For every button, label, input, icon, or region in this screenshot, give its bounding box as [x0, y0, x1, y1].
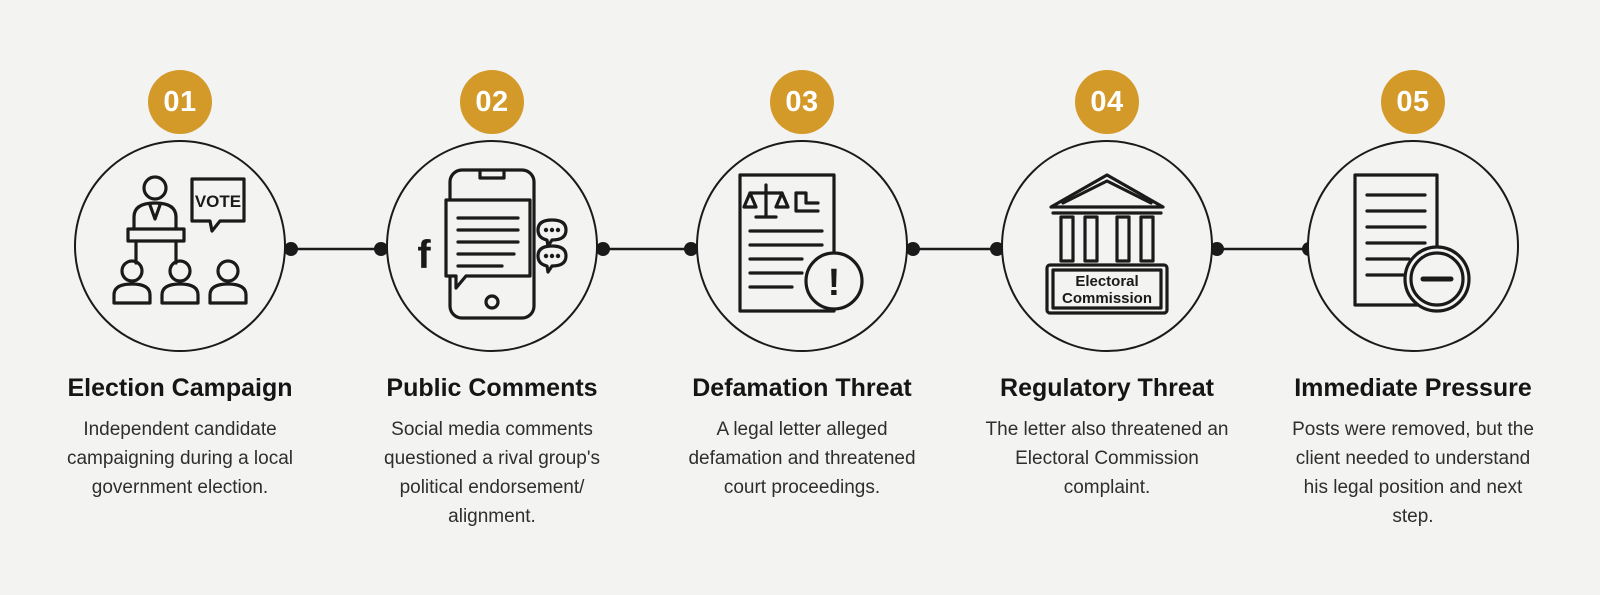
legal-letter-warning-icon: !: [738, 173, 864, 313]
electoral-label: Electoral: [1075, 273, 1138, 290]
step-title: Regulatory Threat: [1000, 374, 1214, 402]
step-icon-circle: VOTE: [74, 140, 286, 352]
vote-label: VOTE: [195, 192, 241, 211]
step-number-badge: 02: [460, 70, 524, 134]
step-icon-circle: [1307, 140, 1519, 352]
document-removed-icon: [1353, 173, 1471, 313]
step-description: The letter also threatened an Electoral …: [985, 419, 1229, 498]
step-number-badge: 01: [148, 70, 212, 134]
commission-label: Commission: [1062, 290, 1152, 307]
electoral-commission-building-icon: Electoral Commission: [1045, 173, 1169, 315]
step-icon-circle: !: [696, 140, 908, 352]
candidate-podium-vote-icon: VOTE: [112, 175, 248, 305]
step-title: Public Comments: [386, 374, 598, 402]
step-number-badge: 05: [1381, 70, 1445, 134]
step-icon-circle: f: [386, 140, 598, 352]
step-title: Election Campaign: [67, 374, 293, 402]
warning-icon: !: [828, 262, 841, 304]
step-icon-circle: Electoral Commission: [1001, 140, 1213, 352]
step-description: Independent candidate campaigning during…: [66, 419, 294, 498]
step-regulatory-threat: 04 Electoral Commissio: [957, 70, 1257, 540]
facebook-icon: f: [417, 233, 431, 277]
step-description: Social media comments questioned a rival…: [384, 419, 600, 527]
step-title: Immediate Pressure: [1294, 374, 1532, 402]
step-immediate-pressure: 05 Immediate Pressure Posts were removed…: [1263, 70, 1563, 540]
step-title: Defamation Threat: [692, 374, 912, 402]
step-description: A legal letter alleged defamation and th…: [688, 419, 916, 498]
step-number-badge: 03: [770, 70, 834, 134]
step-defamation-threat: 03 ! Defamation Threat: [652, 70, 952, 540]
step-number-badge: 04: [1075, 70, 1139, 134]
step-public-comments: 02 f: [342, 70, 642, 540]
step-description: Posts were removed, but the client neede…: [1292, 419, 1534, 527]
social-media-phone-icon: f: [417, 168, 568, 320]
step-election-campaign: 01: [30, 70, 330, 540]
